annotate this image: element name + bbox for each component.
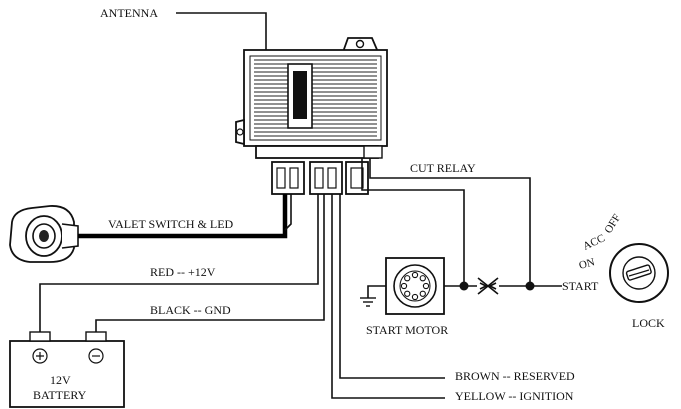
key-acc-label: ACC [581, 232, 607, 252]
harness-connector-left [271, 161, 305, 195]
antenna-label: ANTENNA [100, 6, 158, 20]
motor-hole [404, 290, 411, 297]
valet-switch-label: VALET SWITCH & LED [108, 217, 234, 231]
harness-connector-middle [309, 161, 343, 195]
cut-relay-wire-b [369, 158, 531, 285]
motor-hole [422, 282, 430, 290]
cut-relay-wire-a [361, 158, 465, 285]
junction-dot-start [525, 281, 535, 291]
control-unit-icon [235, 37, 388, 159]
battery-icon [9, 331, 125, 408]
ignition-lock-icon [609, 243, 669, 303]
brown-wire [339, 194, 445, 379]
start-motor-label: START MOTOR [366, 323, 448, 337]
black-wire-label: BLACK -- GND [150, 303, 231, 317]
battery-label-2: BATTERY [33, 388, 87, 402]
antenna-wire [176, 12, 267, 50]
black-wire [95, 194, 325, 334]
valet-switch-wire-2 [284, 194, 292, 231]
ground-icon [360, 297, 376, 307]
red-wire [39, 194, 319, 334]
motor-hole [419, 275, 426, 282]
motor-hole [411, 271, 419, 279]
yellow-wire-label: YELLOW -- IGNITION [455, 389, 574, 403]
motor-ground-wire [367, 285, 386, 298]
red-wire-label: RED -- +12V [150, 265, 216, 279]
cut-relay-label: CUT RELAY [410, 161, 476, 175]
junction-dot-motor [459, 281, 469, 291]
key-off-label: OFF [602, 212, 623, 235]
motor-hole [404, 275, 411, 282]
lock-label: LOCK [632, 316, 665, 330]
start-motor-icon [385, 257, 445, 315]
cut-relay-icon [477, 277, 499, 295]
motor-hole [411, 293, 419, 301]
motor-hole [400, 282, 408, 290]
motor-hole [419, 290, 426, 297]
battery-label-1: 12V [50, 373, 71, 387]
key-on-label: ON [578, 256, 597, 272]
start-label: START [562, 279, 599, 293]
brown-wire-label: BROWN -- RESERVED [455, 369, 575, 383]
yellow-wire [331, 194, 445, 399]
valet-led-switch-icon [9, 205, 79, 263]
valet-switch-wire [78, 194, 288, 239]
